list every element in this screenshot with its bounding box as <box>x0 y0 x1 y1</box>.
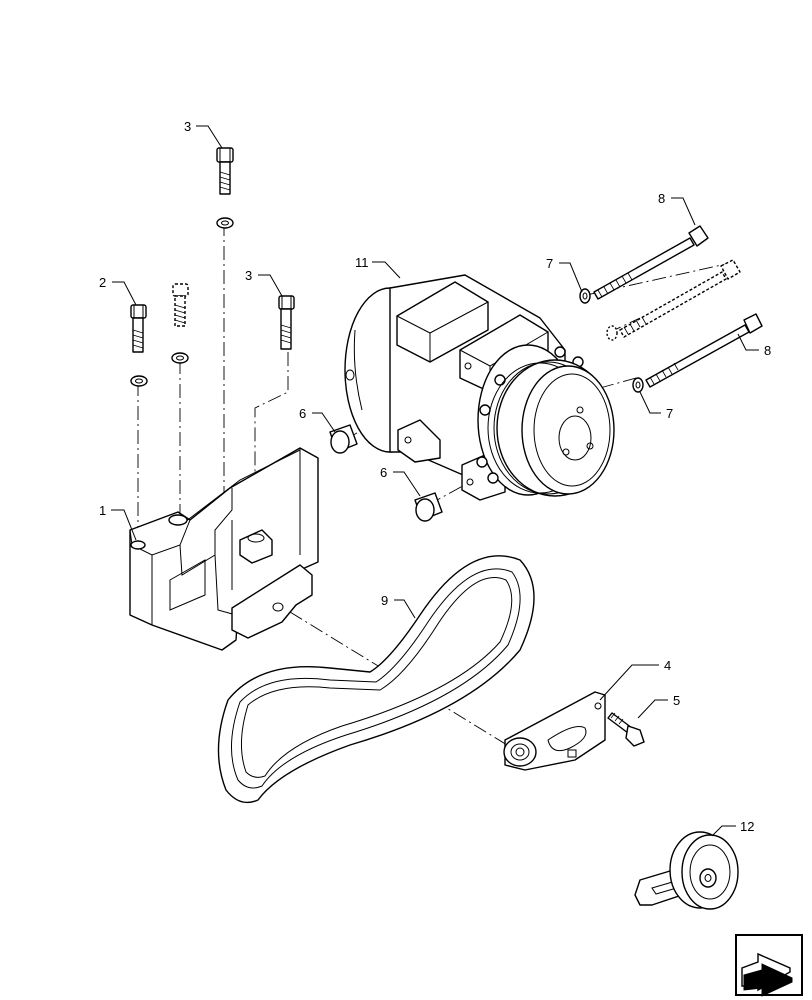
callout-12: 12 <box>740 819 754 834</box>
ac-compressor <box>344 274 615 501</box>
long-bolt-8-upper <box>593 225 709 300</box>
callout-1: 1 <box>99 503 106 518</box>
mounting-bracket <box>129 447 319 651</box>
callout-4: 4 <box>664 658 671 673</box>
next-page-arrow-icon[interactable] <box>735 934 803 997</box>
callout-5: 5 <box>673 693 680 708</box>
bolt-2 <box>130 304 148 387</box>
callout-2: 2 <box>99 275 106 290</box>
callout-8-lower: 8 <box>764 343 771 358</box>
washer-7-lower <box>632 377 644 393</box>
idler-pulley <box>634 831 739 910</box>
callout-11: 11 <box>355 255 369 270</box>
callout-3-upper: 3 <box>184 119 191 134</box>
long-bolt-8-middle <box>619 259 741 338</box>
callout-8-upper: 8 <box>658 191 665 206</box>
washer-7-upper <box>579 288 591 304</box>
callout-6-lower: 6 <box>380 465 387 480</box>
callout-3-right: 3 <box>245 268 252 283</box>
callout-9: 9 <box>381 593 388 608</box>
drive-belt <box>217 555 535 804</box>
leader-lines <box>111 125 759 837</box>
callout-7-lower: 7 <box>666 406 673 421</box>
washer-7-middle <box>606 325 618 341</box>
spacer-6-upper <box>329 424 358 454</box>
adjuster-bracket <box>503 691 606 771</box>
callout-6-upper: 6 <box>299 406 306 421</box>
spacer-6-lower <box>414 492 443 522</box>
bolt-3-right <box>278 295 295 350</box>
bolt-3-upper <box>216 147 234 229</box>
long-bolt-8-lower <box>645 313 763 388</box>
callout-labels: 3 2 3 1 11 6 6 7 8 8 7 9 4 5 12 <box>99 119 771 834</box>
bolt-middle <box>171 283 189 364</box>
bolt-5 <box>607 712 645 747</box>
callout-7-upper: 7 <box>546 256 553 271</box>
